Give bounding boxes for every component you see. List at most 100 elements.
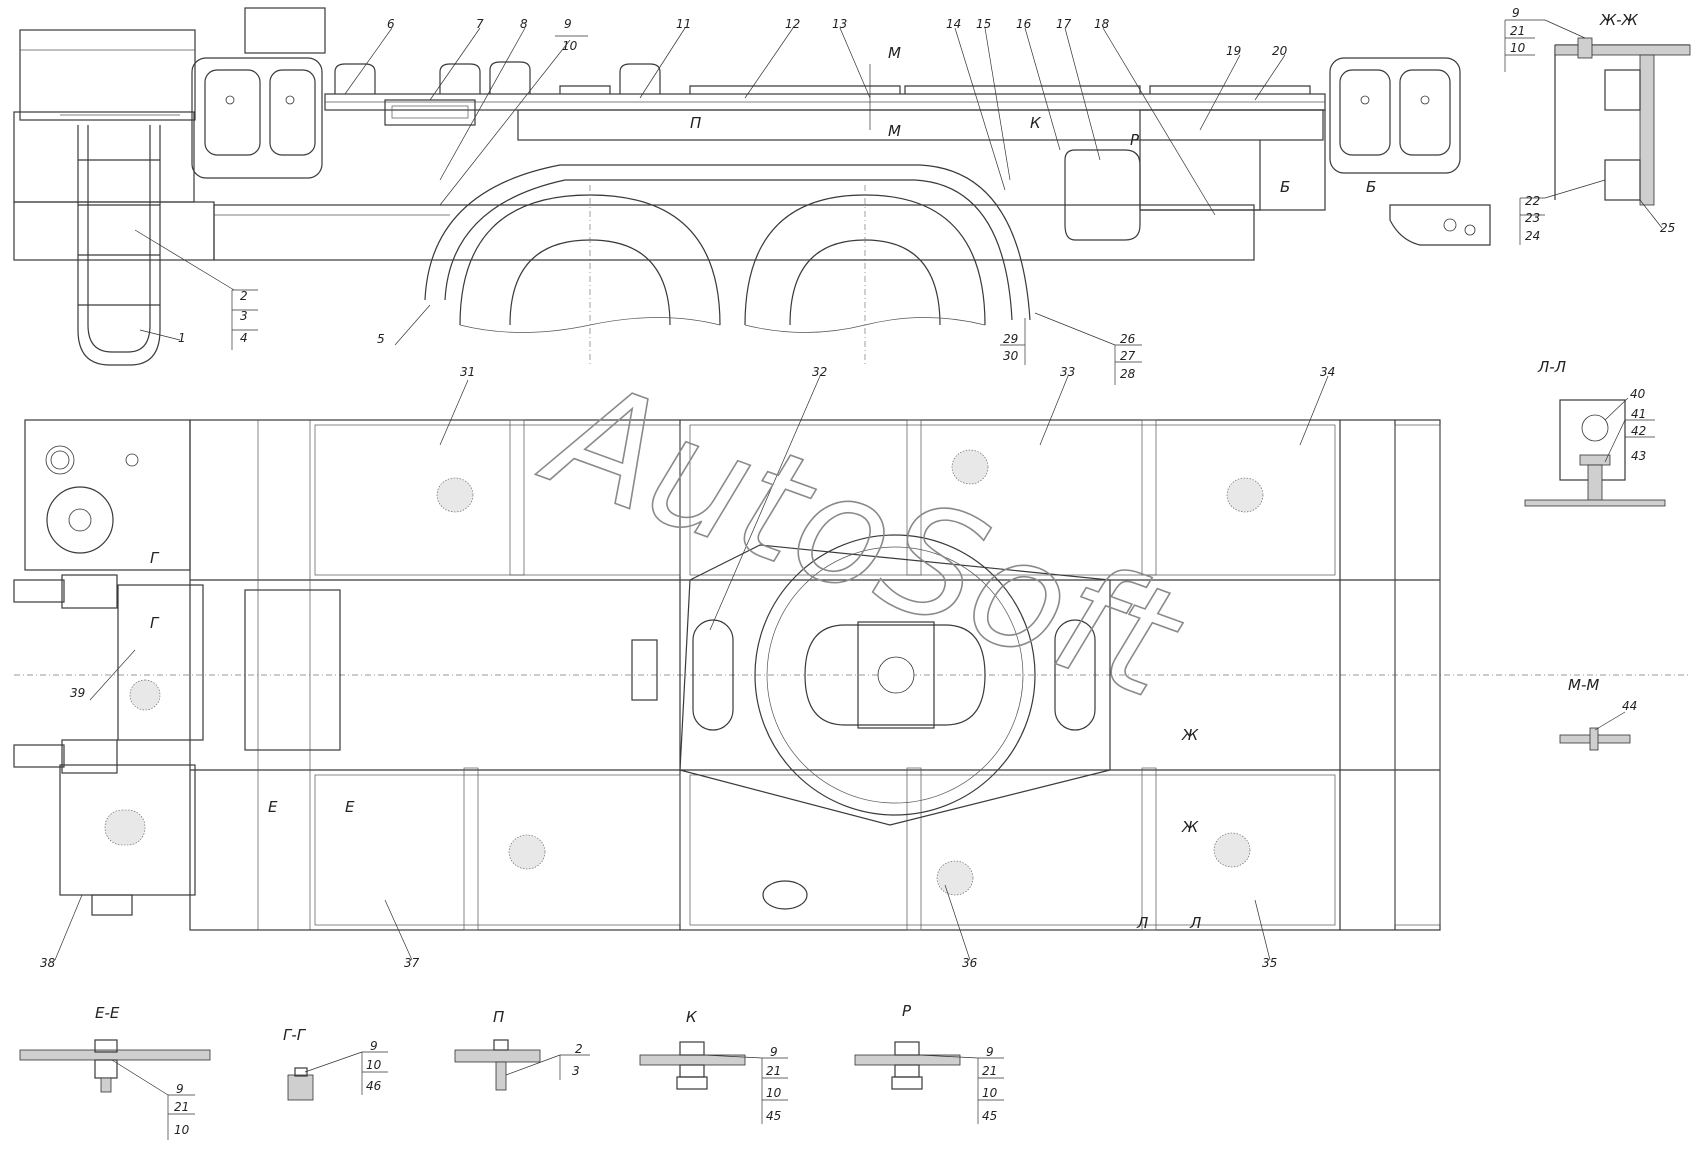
section-mark-e-1: Е	[268, 798, 278, 816]
callout-28: 28	[1120, 367, 1136, 381]
fuel-tank	[19, 29, 196, 121]
callout-37: 37	[404, 956, 420, 970]
callout-2: 2	[240, 289, 248, 303]
callout-29: 29	[1003, 332, 1018, 346]
section-k: К 9 21 10 45	[639, 1008, 788, 1124]
section-mark-zh-2: Ж	[1181, 818, 1199, 836]
callout-8: 8	[520, 17, 528, 31]
k-callout-10: 10	[766, 1086, 782, 1100]
callout-6: 6	[387, 17, 395, 31]
callout-3: 3	[240, 309, 248, 323]
p-callout-2: 2	[575, 1042, 583, 1056]
side-callouts: 1 5 6 7 8 9 10 11 12 13 14 15 16 17 18 1…	[134, 17, 1288, 385]
section-mark-m-bottom: М	[888, 122, 901, 140]
section-mark-g-2: Г	[150, 614, 160, 632]
callout-12: 12	[785, 17, 800, 31]
section-ee-title: Е-Е	[95, 1004, 120, 1022]
zhzh-callout-9: 9	[1512, 6, 1520, 20]
plate-39	[117, 584, 204, 741]
zhzh-callout-25: 25	[1660, 221, 1675, 235]
zhzh-callout-24: 24	[1525, 229, 1540, 243]
ll-callout-41: 41	[1631, 407, 1646, 421]
plan-callouts: 31 32 33 34 35 36 37 38 39 Г Г Е Е Ж Ж Л…	[40, 365, 1335, 970]
k-callout-9: 9	[770, 1045, 778, 1059]
callout-18: 18	[1094, 17, 1110, 31]
section-ll-title: Л-Л	[1537, 358, 1566, 376]
section-p-title: П	[493, 1008, 504, 1026]
callout-1: 1	[178, 331, 186, 345]
zhzh-callout-22: 22	[1525, 194, 1540, 208]
callout-35: 35	[1262, 956, 1277, 970]
callout-4: 4	[240, 331, 248, 345]
section-mark-b-1: Б	[1280, 178, 1290, 196]
gg-callout-9: 9	[370, 1039, 378, 1053]
callout-10: 10	[562, 39, 578, 53]
section-p: П 2 3	[454, 1008, 590, 1091]
section-mark-l-1: Л	[1136, 914, 1148, 932]
section-mark-m-top: М	[888, 44, 901, 62]
callout-34: 34	[1320, 365, 1335, 379]
callout-5: 5	[377, 332, 385, 346]
fender	[424, 164, 1031, 321]
mm-callout-44: 44	[1622, 699, 1637, 713]
callout-9: 9	[564, 17, 572, 31]
section-mark-b-2: Б	[1366, 178, 1376, 196]
section-mark-l-2: Л	[1189, 914, 1201, 932]
callout-38: 38	[40, 956, 56, 970]
k-callout-21: 21	[766, 1064, 781, 1078]
turntable-flange	[754, 534, 1036, 816]
section-gg-title: Г-Г	[283, 1026, 307, 1044]
ee-callout-9: 9	[176, 1082, 184, 1096]
section-r-title: Р	[902, 1002, 912, 1020]
section-mark-e-2: Е	[345, 798, 355, 816]
callout-13: 13	[832, 17, 847, 31]
zhzh-callout-21: 21	[1510, 24, 1525, 38]
section-k-title: К	[686, 1008, 698, 1026]
r-callout-21: 21	[982, 1064, 997, 1078]
section-mark-zh-1: Ж	[1181, 726, 1199, 744]
section-mark-p: П	[690, 114, 701, 132]
callout-31: 31	[460, 365, 475, 379]
ll-callout-40: 40	[1630, 387, 1646, 401]
ll-callout-42: 42	[1631, 424, 1646, 438]
gg-callout-46: 46	[366, 1079, 382, 1093]
callout-39: 39	[70, 686, 85, 700]
p-callout-3: 3	[572, 1064, 580, 1078]
callout-11: 11	[676, 17, 691, 31]
callout-36: 36	[962, 956, 978, 970]
section-m-m: М-М 44	[1559, 676, 1637, 751]
panel-31	[314, 424, 681, 576]
section-mark-r: Р	[1130, 131, 1140, 149]
pump-unit-left	[191, 57, 323, 179]
callout-17: 17	[1056, 17, 1072, 31]
r-callout-10: 10	[982, 1086, 998, 1100]
gg-callout-10: 10	[366, 1058, 382, 1072]
callout-16: 16	[1016, 17, 1032, 31]
r-callout-9: 9	[986, 1045, 994, 1059]
side-view: М М П К Р Б Б	[13, 7, 1491, 366]
callout-19: 19	[1226, 44, 1241, 58]
section-mark-g-1: Г	[150, 549, 160, 567]
ee-callout-10: 10	[174, 1123, 190, 1137]
section-e-e: Е-Е 9 21 10	[19, 1004, 211, 1140]
pump-unit-right	[1329, 57, 1461, 174]
panel-35-36	[689, 774, 1336, 926]
callout-14: 14	[946, 17, 961, 31]
callout-15: 15	[976, 17, 991, 31]
section-mm-title: М-М	[1568, 676, 1599, 694]
callout-32: 32	[812, 365, 827, 379]
k-callout-45: 45	[766, 1109, 781, 1123]
callout-30: 30	[1003, 349, 1019, 363]
box-17	[1064, 149, 1141, 241]
callout-27: 27	[1120, 349, 1136, 363]
ladder	[77, 125, 161, 366]
callout-20: 20	[1272, 44, 1288, 58]
panel-33-34	[689, 424, 1336, 576]
section-mark-k: К	[1030, 114, 1042, 132]
ll-callout-43: 43	[1631, 449, 1646, 463]
section-g-g: Г-Г 9 10 46	[283, 1026, 388, 1101]
callout-33: 33	[1060, 365, 1075, 379]
section-zhzh-title: Ж-Ж	[1599, 11, 1639, 29]
callout-26: 26	[1120, 332, 1136, 346]
